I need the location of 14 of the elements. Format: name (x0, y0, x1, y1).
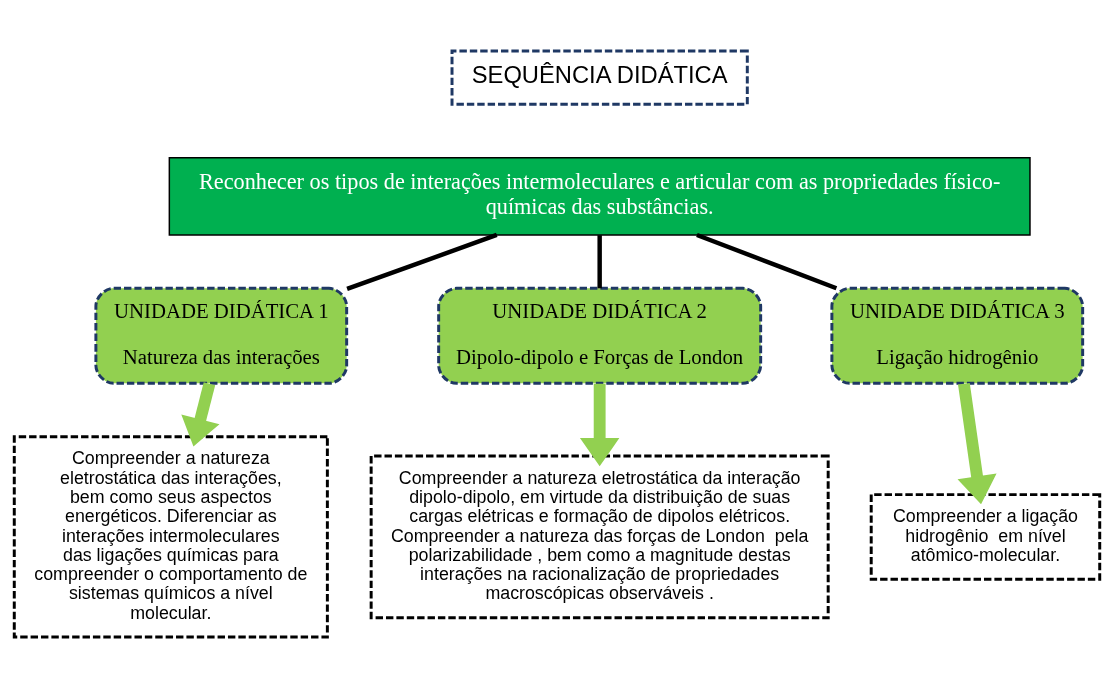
node-box: SEQUÊNCIA DIDÁTICA (450, 49, 749, 106)
connector (346, 232, 498, 292)
node-box: Compreender a ligação hidrogênio em nível atômico-molecular. (869, 493, 1102, 581)
node-box: Compreender a natureza eletrostática das interações, bem como seus aspectos energéticos. Diferenciar as interações intermoleculares das ligações químicas para compreender o comportamento de sistemas químicos a nível molecular. (12, 435, 329, 639)
connector (696, 232, 838, 291)
node-box: UNIDADE DIDÁTICA 2 Dipolo-dipolo e Forças de London (437, 286, 763, 385)
connector (597, 235, 602, 289)
node-box: Reconhecer os tipos de interações intermoleculares e articular com as propriedades físico-químicas das substâncias. (168, 157, 1031, 236)
arrow (181, 382, 220, 447)
node-box: Compreender a natureza eletrostática da interação dipolo-dipolo, em virtude da distribuição de suas cargas elétricas e formação de dipolos elétricos. Compreender a natureza das forças de London pela polarizabilidade , bem como a magnitude destas interações na racionalização de propriedades macroscópicas observáveis . (369, 454, 830, 620)
arrow (579, 383, 620, 467)
node-box: UNIDADE DIDÁTICA 1 Natureza das interações (94, 286, 349, 385)
node-box: UNIDADE DIDÁTICA 3 Ligação hidrogênio (830, 286, 1085, 385)
arrow (957, 382, 997, 505)
